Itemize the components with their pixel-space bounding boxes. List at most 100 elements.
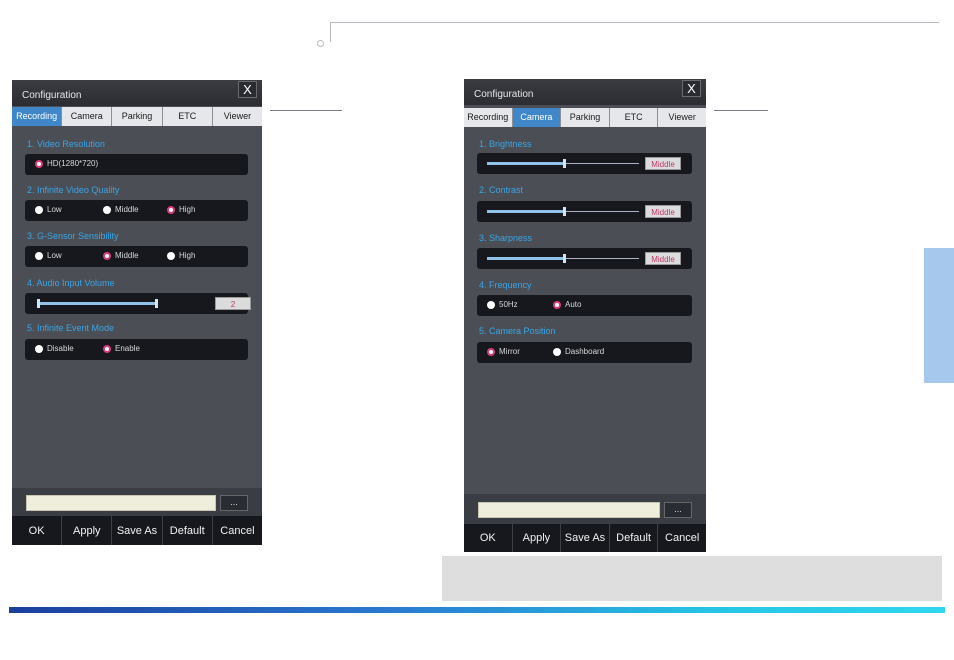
tab-etc[interactable]: ETC xyxy=(163,107,213,126)
gsensor-option-low[interactable]: Low xyxy=(35,251,62,260)
radio-selected-icon xyxy=(103,344,111,353)
audio-volume-row: 2 xyxy=(25,293,251,314)
frequency-row: 50Hz Auto xyxy=(477,295,692,316)
contrast-slider[interactable] xyxy=(487,210,565,213)
gsensor-label: 3. G-Sensor Sensibility xyxy=(27,231,119,241)
save-path-field[interactable] xyxy=(478,502,660,518)
default-button[interactable]: Default xyxy=(163,516,213,545)
frequency-label: 4. Frequency xyxy=(479,280,532,290)
frequency-option-50hz[interactable]: 50Hz xyxy=(487,300,518,309)
brightness-value: Middle xyxy=(645,157,681,170)
option-label: Low xyxy=(47,251,62,260)
brightness-slider-handle[interactable] xyxy=(563,159,566,168)
radio-icon xyxy=(487,300,495,309)
note-box xyxy=(442,556,942,601)
close-button[interactable]: X xyxy=(682,80,701,97)
position-option-mirror[interactable]: Mirror xyxy=(487,347,520,356)
brightness-row: Middle xyxy=(477,153,692,174)
sharpness-slider-handle[interactable] xyxy=(563,254,566,263)
title-bar: Configuration X xyxy=(464,79,706,105)
video-quality-label: 2. Infinite Video Quality xyxy=(27,185,120,195)
sharpness-slider[interactable] xyxy=(487,257,565,260)
option-label: Enable xyxy=(115,344,140,353)
event-option-enable[interactable]: Enable xyxy=(103,344,140,353)
tab-bar: Recording Camera Parking ETC Viewer xyxy=(464,108,706,127)
default-button[interactable]: Default xyxy=(610,524,659,552)
tab-recording[interactable]: Recording xyxy=(464,108,513,127)
apply-button[interactable]: Apply xyxy=(62,516,113,545)
cancel-button[interactable]: Cancel xyxy=(220,524,255,537)
cancel-button[interactable]: Cancel xyxy=(665,532,700,544)
save-as-button[interactable]: Save As xyxy=(561,524,610,552)
brightness-slider[interactable] xyxy=(487,162,565,165)
sharpness-label: 3. Sharpness xyxy=(479,233,533,243)
frequency-option-auto[interactable]: Auto xyxy=(553,300,581,309)
slider-rest xyxy=(565,258,639,259)
save-as-button[interactable]: Save As xyxy=(112,516,163,545)
option-label: Disable xyxy=(47,344,74,353)
chapter-side-tab[interactable] xyxy=(924,248,954,383)
tab-viewer[interactable]: Viewer xyxy=(223,111,252,121)
contrast-value: Middle xyxy=(645,205,681,218)
close-button[interactable]: X xyxy=(238,81,257,98)
video-resolution-row: HD(1280*720) xyxy=(25,154,248,175)
slider-rest xyxy=(565,211,639,212)
tab-bar: Recording Camera Parking ETC Viewer xyxy=(12,107,262,126)
brightness-label: 1. Brightness xyxy=(479,139,532,149)
tab-parking[interactable]: Parking xyxy=(112,107,163,126)
radio-icon xyxy=(103,205,111,214)
audio-volume-label: 4. Audio Input Volume xyxy=(27,278,115,288)
ok-button[interactable]: OK xyxy=(12,516,63,545)
radio-selected-icon xyxy=(553,300,561,309)
option-label: High xyxy=(179,251,196,260)
option-label: Mirror xyxy=(499,347,520,356)
option-label: Auto xyxy=(565,300,582,309)
ok-button[interactable]: OK xyxy=(464,524,513,552)
tab-etc[interactable]: ETC xyxy=(610,108,659,127)
radio-selected-icon xyxy=(487,347,495,356)
button-bar: OK Apply Save As Default Cancel xyxy=(464,524,706,552)
event-option-disable[interactable]: Disable xyxy=(35,344,74,353)
option-label: Low xyxy=(47,205,62,214)
callout-line-left xyxy=(270,110,342,111)
event-mode-row: Disable Enable xyxy=(25,339,248,360)
tab-camera[interactable]: Camera xyxy=(62,107,113,126)
option-label: Middle xyxy=(115,205,139,214)
radio-selected-icon xyxy=(167,205,175,214)
contrast-row: Middle xyxy=(477,201,692,222)
quality-option-low[interactable]: Low xyxy=(35,205,62,214)
radio-icon xyxy=(167,251,175,260)
dialog-title: Configuration xyxy=(474,89,534,100)
header-rule-vertical xyxy=(330,22,331,42)
tab-camera[interactable]: Camera xyxy=(512,108,562,127)
title-bar: Configuration X xyxy=(12,80,262,106)
configuration-dialog-recording: Configuration X Recording Camera Parking… xyxy=(12,80,262,545)
radio-icon xyxy=(35,251,43,260)
slider-start-tick xyxy=(37,299,40,308)
position-option-dashboard[interactable]: Dashboard xyxy=(553,347,604,356)
option-label: 50Hz xyxy=(499,300,518,309)
resolution-option[interactable]: HD(1280*720) xyxy=(35,159,98,168)
quality-option-middle[interactable]: Middle xyxy=(103,205,139,214)
option-label: HD(1280*720) xyxy=(47,159,99,168)
tab-parking[interactable]: Parking xyxy=(561,108,610,127)
gsensor-option-high[interactable]: High xyxy=(167,251,195,260)
tab-viewer[interactable]: Viewer xyxy=(668,112,696,122)
apply-button[interactable]: Apply xyxy=(513,524,562,552)
sharpness-row: Middle xyxy=(477,248,692,269)
camera-position-row: Mirror Dashboard xyxy=(477,342,692,363)
browse-button[interactable]: ... xyxy=(220,495,248,511)
quality-option-high[interactable]: High xyxy=(167,205,195,214)
audio-volume-slider[interactable] xyxy=(37,302,157,305)
contrast-slider-handle[interactable] xyxy=(563,207,566,216)
tab-recording[interactable]: Recording xyxy=(12,107,63,126)
camera-position-label: 5. Camera Position xyxy=(479,326,556,336)
browse-button[interactable]: ... xyxy=(664,502,692,518)
radio-icon xyxy=(553,347,561,356)
gsensor-option-middle[interactable]: Middle xyxy=(103,251,139,260)
path-area: ... xyxy=(12,488,262,516)
audio-volume-slider-handle[interactable] xyxy=(155,299,158,308)
event-mode-label: 5. Infinite Event Mode xyxy=(27,323,115,333)
save-path-field[interactable] xyxy=(26,495,216,511)
radio-icon xyxy=(35,344,43,353)
